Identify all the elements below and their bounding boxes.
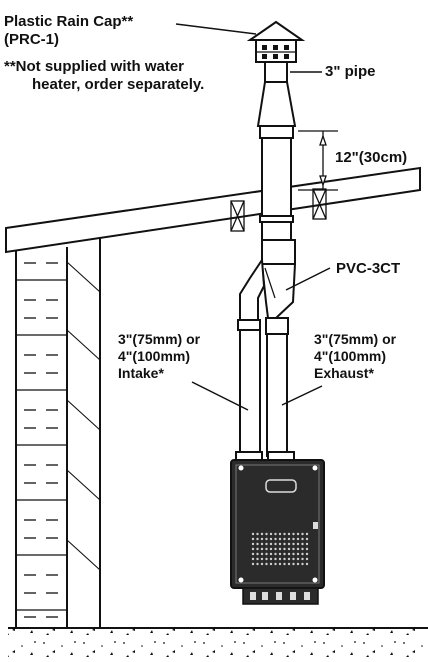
roof-block-right: [312, 188, 327, 220]
rain-cap: [246, 20, 306, 63]
supply-note-line-2: heater, order separately.: [32, 76, 205, 93]
exhaust-pipe: [265, 317, 289, 457]
exterior-wall: [15, 237, 101, 628]
intake-label-line-2: 4"(100mm): [118, 348, 191, 364]
wall-lap-lines: [66, 261, 101, 571]
intake-label-line-3: Intake*: [118, 365, 164, 381]
supply-note-line-1: **Not supplied with water: [4, 58, 185, 75]
adapter-label: PVC-3CT: [336, 260, 401, 277]
clearance-dimension: [298, 130, 338, 191]
clearance-label: 12"(30cm): [335, 149, 408, 166]
intake-label-line-1: 3"(75mm) or: [118, 331, 201, 347]
pipe-label: 3" pipe: [325, 63, 376, 80]
rain-cap-label: Plastic Rain Cap**: [4, 13, 134, 30]
ground: [8, 627, 428, 662]
exhaust-label-line-3: Exhaust*: [314, 365, 374, 381]
roof: [5, 166, 421, 254]
heater-grille: [251, 532, 309, 566]
vent-pipe: [246, 20, 306, 319]
roof-block-left: [230, 200, 245, 232]
wall-bricks: [16, 262, 67, 618]
exhaust-label-line-2: 4"(100mm): [314, 348, 387, 364]
rain-cap-model-label: (PRC-1): [4, 31, 59, 48]
exhaust-label-line-1: 3"(75mm) or: [314, 331, 397, 347]
intake-pipe: [237, 257, 266, 457]
leader-lines: [175, 23, 331, 411]
water-heater: [230, 451, 325, 605]
